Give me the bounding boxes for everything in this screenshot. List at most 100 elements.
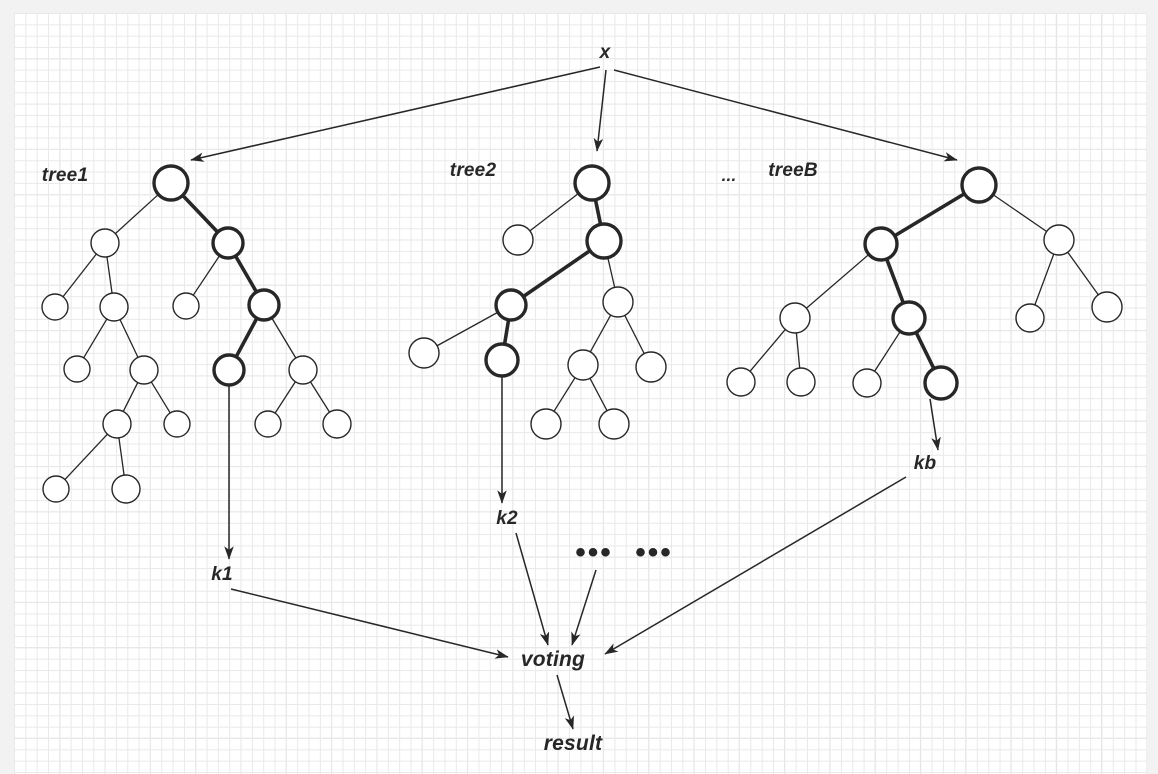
k1-label: k1 xyxy=(211,564,233,585)
tree-node xyxy=(129,355,159,385)
tree-edge xyxy=(795,332,801,369)
grid-background xyxy=(14,13,1147,774)
tree-edge xyxy=(1034,253,1055,306)
voting-label: voting xyxy=(520,648,586,671)
tree-node xyxy=(1015,303,1045,333)
tree-edge xyxy=(436,311,499,347)
tree-node xyxy=(41,293,69,321)
tree-edge xyxy=(884,257,906,305)
tree-node-selected xyxy=(152,164,190,202)
arrow-k2-to-voting xyxy=(515,532,550,646)
tree-edge xyxy=(274,381,297,414)
tree-node xyxy=(852,368,882,398)
tree-edge xyxy=(914,330,936,371)
tree-edge xyxy=(192,254,221,296)
tree-node-selected xyxy=(573,164,611,202)
tree-node xyxy=(502,224,534,256)
kb-label: kb xyxy=(913,453,937,474)
tree-node xyxy=(288,355,318,385)
tree-edge xyxy=(233,254,259,294)
tree-edge xyxy=(892,191,967,238)
tree-node-selected xyxy=(585,222,623,260)
treeB-ellipsis-label: ... xyxy=(721,166,737,185)
tree-edge xyxy=(64,433,109,481)
tree-edge xyxy=(1067,251,1099,296)
arrow-x-to-tree1 xyxy=(190,66,601,162)
tree-edge xyxy=(122,381,139,413)
arrow-voting-to-result xyxy=(556,674,574,730)
tree-edge xyxy=(150,381,171,414)
tree-node xyxy=(42,475,70,503)
tree-node xyxy=(172,292,200,320)
arrow-k1-to-voting xyxy=(230,588,509,659)
tree-node xyxy=(602,286,634,318)
tree-edge xyxy=(624,314,645,355)
tree-node xyxy=(635,351,667,383)
tree-node xyxy=(63,355,91,383)
tree-edge xyxy=(589,314,612,353)
tree-node xyxy=(779,302,811,334)
tree-node xyxy=(322,409,352,439)
tree-node xyxy=(99,292,129,322)
tree-node xyxy=(1043,224,1075,256)
tree-node-selected xyxy=(863,226,899,262)
tree-edge xyxy=(180,193,220,234)
tree-node xyxy=(786,367,816,397)
tree-node xyxy=(163,410,191,438)
tree-node xyxy=(90,228,120,258)
tree-edge xyxy=(234,316,259,359)
tree-edge xyxy=(749,328,786,372)
tree-nodes-layer xyxy=(41,164,1123,504)
arrow-x-to-treeB xyxy=(613,69,958,162)
tree-node-selected xyxy=(923,365,959,401)
tree-node xyxy=(530,408,562,440)
tree-node-selected xyxy=(211,226,245,260)
tree-node xyxy=(1091,291,1123,323)
tree2-label: tree2 xyxy=(449,160,497,181)
tree-edge xyxy=(589,377,608,412)
tree-edge xyxy=(62,253,98,298)
tree-edge xyxy=(607,256,616,289)
tree-node-selected xyxy=(212,353,246,387)
tree-edge xyxy=(521,248,592,299)
ellipsis-2: ••• xyxy=(635,536,673,569)
tree1-label: tree1 xyxy=(41,165,89,186)
tree-node xyxy=(111,474,141,504)
tree-node-selected xyxy=(960,166,998,204)
tree-node-selected xyxy=(494,288,528,322)
tree-node-selected xyxy=(891,300,927,336)
tree-node-selected xyxy=(484,342,520,378)
tree-node xyxy=(254,410,282,438)
flow-arrows-layer xyxy=(190,66,958,730)
tree-edge xyxy=(114,193,160,235)
input-x-label: x xyxy=(599,42,611,63)
tree-edge xyxy=(553,377,576,412)
tree-node xyxy=(102,409,132,439)
tree-edge xyxy=(106,256,113,294)
tree-edge xyxy=(309,381,331,413)
tree-edge xyxy=(83,318,108,359)
arrow-dots-to-voting xyxy=(571,569,597,646)
tree-edge xyxy=(873,330,901,372)
tree-edge xyxy=(805,253,870,309)
tree-edge xyxy=(119,318,139,359)
tree-edge xyxy=(502,318,511,347)
tree-edge xyxy=(529,192,580,232)
k2-label: k2 xyxy=(496,508,518,529)
treeB-label: treeB xyxy=(768,160,818,181)
tree-node xyxy=(726,367,756,397)
tree-edge xyxy=(992,193,1048,233)
tree-edges-layer xyxy=(62,191,1099,481)
ellipsis-1: ••• xyxy=(575,536,613,569)
arrow-x-to-tree2 xyxy=(593,69,607,152)
tree-node xyxy=(408,337,440,369)
tree-node xyxy=(567,349,599,381)
tree-node xyxy=(598,408,630,440)
result-label: result xyxy=(543,732,603,755)
tree-edge xyxy=(593,197,603,227)
arrow-kb-to-voting xyxy=(604,476,907,655)
tree-edge xyxy=(271,317,297,359)
tree-node-selected xyxy=(247,288,281,322)
